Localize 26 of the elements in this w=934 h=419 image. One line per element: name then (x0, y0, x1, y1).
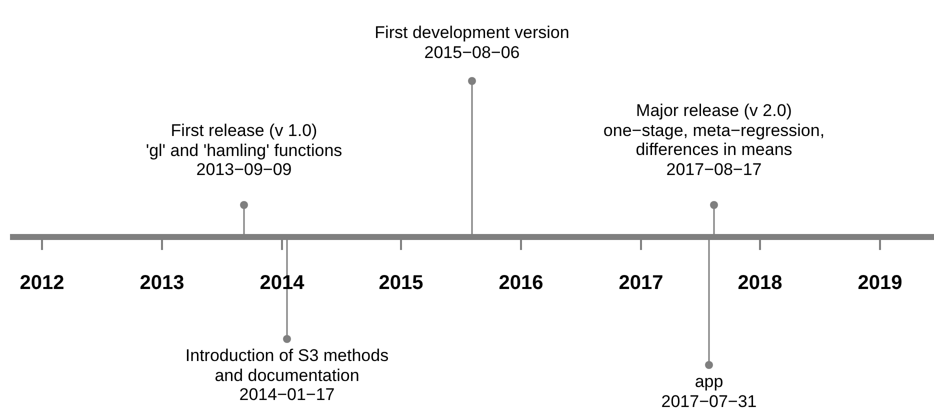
event-text: and documentation (214, 366, 360, 385)
event-text: 2015−08−06 (424, 42, 520, 62)
stem-line (710, 201, 718, 234)
event-text: First development version (374, 23, 570, 42)
event-text: 2014−01−17 (239, 385, 335, 404)
event-text: 'gl' and 'hamling' functions (146, 140, 342, 160)
year-label: 2013 (140, 271, 184, 295)
year-label: 2015 (378, 271, 424, 295)
year-label: 2018 (738, 271, 782, 295)
year-label: 2016 (498, 271, 544, 295)
year-label: 2017 (618, 271, 664, 295)
event-text: 2013−09−09 (196, 160, 292, 180)
event-text: app (694, 372, 724, 392)
stem-line (705, 240, 713, 369)
stem-line (240, 201, 248, 234)
event-text: First release (v 1.0) (170, 121, 318, 140)
year-label: 2014 (260, 271, 304, 295)
event-text: one−stage, meta−regression, differences in means (602, 120, 826, 160)
year-label: 2019 (858, 271, 902, 295)
event-text: Introduction of S3 methods (185, 346, 389, 366)
stem-line (283, 240, 291, 343)
event-text: 2017−07−31 (661, 392, 757, 411)
stem-line (468, 77, 476, 234)
event-text: 2017−08−17 (666, 160, 762, 179)
event-text: Major release (v 2.0) (636, 101, 792, 120)
year-label: 2012 (20, 271, 64, 295)
